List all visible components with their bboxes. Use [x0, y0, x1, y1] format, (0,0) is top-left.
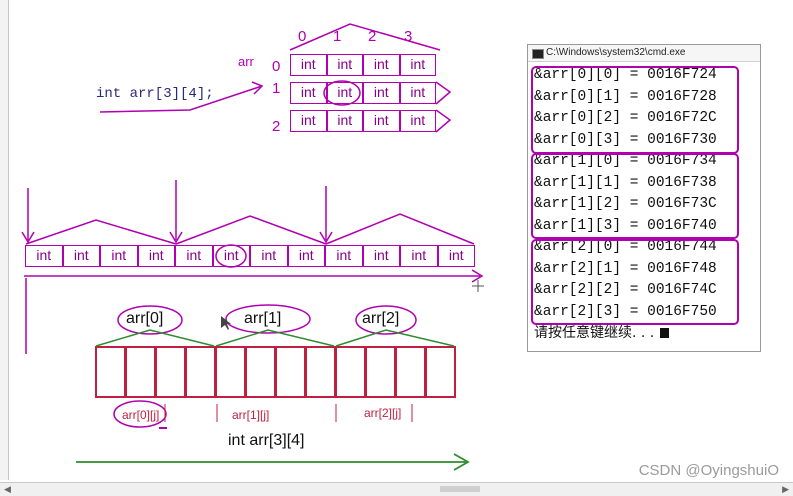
flat-roof [25, 219, 177, 245]
grid-cell: int [326, 54, 363, 76]
cmd-output-line: &arr[1][0] = 0016F734 [534, 153, 717, 169]
block-fan [335, 329, 455, 347]
cmd-output-line: &arr[0][1] = 0016F728 [534, 88, 717, 105]
row-element-label: arr[0][j] [122, 408, 160, 422]
down-arrowhead [319, 231, 333, 244]
down-arrowhead [21, 231, 35, 244]
cmd-output-line: &arr[1][3] = 0016F740 [534, 217, 717, 234]
row-chevron [435, 81, 452, 105]
grid-cell: int [363, 110, 400, 132]
flat-roof [175, 215, 327, 245]
row-group-highlight [531, 66, 739, 154]
label-ellipse [355, 305, 417, 335]
cmd-output-line: &arr[2][0] = 0016F744 [534, 239, 717, 255]
cmd-output-line: &arr[2][1] = 0016F748 [534, 260, 717, 277]
cmd-output-line: &arr[0][3] = 0016F730 [534, 131, 717, 148]
left-panel-edge [0, 0, 9, 480]
grid-roof [289, 23, 441, 51]
highlight-circle [215, 244, 247, 268]
label-ellipse [113, 400, 167, 428]
cmd-output-line: &arr[0][0] = 0016F724 [534, 67, 717, 83]
cursor-block [660, 328, 670, 338]
grid-cell: int [290, 54, 327, 76]
grid-cell: int [399, 54, 436, 76]
row-element-label: arr[1][j] [232, 408, 270, 422]
cmd-title: C:\Windows\system32\cmd.exe [546, 47, 686, 58]
cmd-titlebar[interactable]: C:\Windows\system32\cmd.exe [528, 45, 760, 62]
grid-cell: int [399, 110, 436, 132]
row-group-highlight [531, 153, 739, 239]
horizontal-scrollbar[interactable]: ◀ ▶ [0, 482, 793, 496]
watermark: CSDN @OyingshuiO [638, 462, 779, 479]
scroll-right-icon[interactable]: ▶ [782, 484, 789, 494]
memory-cell [425, 346, 456, 398]
grid-cell: int [290, 110, 327, 132]
label-ellipse [117, 305, 183, 335]
flat-cell: int [137, 245, 175, 267]
grid-cell: int [363, 54, 400, 76]
col-index: 0 [298, 28, 307, 45]
down-arrowhead [169, 231, 183, 244]
mouse-pointer-icon [221, 316, 231, 330]
row-index: 1 [272, 80, 281, 97]
grid-cell: int [326, 110, 363, 132]
flat-cell: int [175, 245, 213, 267]
row-element-label: arr[2][j] [364, 406, 402, 420]
cmd-output-line: &arr[1][1] = 0016F738 [534, 174, 717, 191]
flat-cell: int [25, 245, 63, 267]
flat-cell: int [362, 245, 400, 267]
decl-arrowhead [251, 81, 264, 95]
row-group-highlight [531, 239, 739, 325]
grid-cell: int [363, 82, 400, 104]
terminal-icon [532, 49, 544, 59]
memory-arrowhead [453, 453, 470, 471]
cmd-output-line: &arr[2][2] = 0016F74C [534, 282, 717, 298]
label-ellipse [225, 304, 311, 334]
col-index: 3 [404, 28, 413, 45]
highlight-circle [323, 80, 361, 106]
flat-arrowhead [471, 269, 484, 283]
grid-cell: int [290, 82, 327, 104]
decl-arrow [99, 85, 263, 113]
cmd-prompt: 请按任意键继续. . . [534, 322, 670, 342]
col-index: 2 [368, 28, 377, 45]
grid-cell: int [326, 82, 363, 104]
bottom-declaration: int arr[3][4] [228, 432, 305, 449]
flat-cell: int [325, 245, 363, 267]
block-fan [215, 329, 335, 347]
flat-cell: int [437, 245, 475, 267]
row-index: 2 [272, 118, 281, 135]
col-index: 1 [333, 28, 342, 45]
row-label: arr[1] [244, 310, 282, 327]
flat-cell: int [100, 245, 138, 267]
row-chevron [435, 109, 452, 133]
grid-cell: int [399, 82, 436, 104]
flat-cell: int [400, 245, 438, 267]
cmd-output-line: &arr[1][2] = 0016F73C [534, 196, 717, 212]
flat-cell: int [62, 245, 100, 267]
cmd-prompt-text: 请按任意键继续. . . [534, 325, 655, 341]
block-fan [95, 329, 215, 347]
scroll-left-icon[interactable]: ◀ [4, 484, 11, 494]
flat-roof [325, 213, 475, 245]
flat-cell: int [287, 245, 325, 267]
row-label: arr[2] [362, 310, 400, 327]
scroll-thumb[interactable] [440, 486, 480, 492]
flat-cell: int [250, 245, 288, 267]
array-declaration: int arr[3][4]; [96, 86, 214, 102]
arr-label: arr [238, 54, 254, 69]
cmd-window[interactable]: C:\Windows\system32\cmd.exe &arr[0][0] =… [527, 44, 761, 352]
cmd-output-line: &arr[2][3] = 0016F750 [534, 303, 717, 320]
row-label: arr[0] [126, 310, 164, 327]
row-index: 0 [272, 58, 281, 75]
cmd-output-line: &arr[0][2] = 0016F72C [534, 110, 717, 126]
